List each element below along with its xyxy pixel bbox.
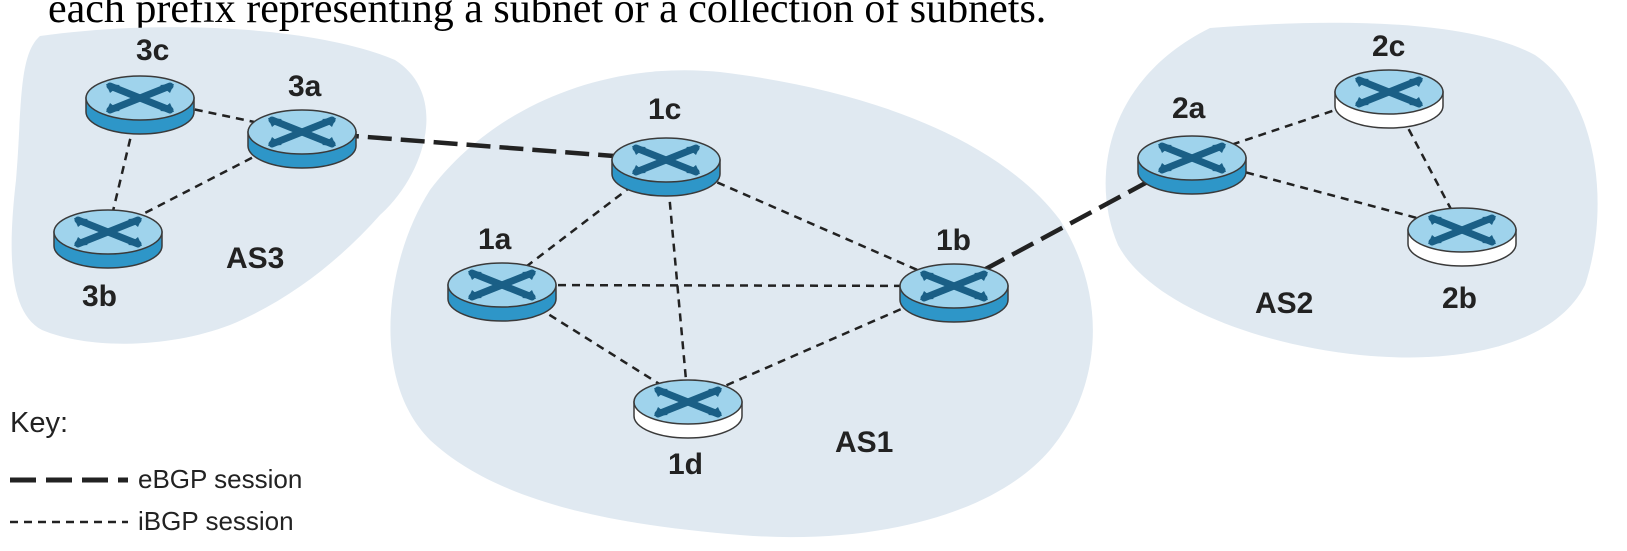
router-label-2c: 2c <box>1372 30 1405 63</box>
router-x-icon <box>1158 142 1226 174</box>
legend-ibgp-label: iBGP session <box>138 506 294 536</box>
caption-text: each prefix representing a subnet or a c… <box>48 0 1046 32</box>
as1-label: AS1 <box>835 426 893 459</box>
link-1a-1b-ibgp <box>501 283 955 288</box>
router-2c <box>1334 69 1444 129</box>
link-1a-1d-ibgp <box>501 283 689 404</box>
link-2c-2b-ibgp <box>1387 91 1464 231</box>
router-1c <box>611 137 721 197</box>
router-2a <box>1137 135 1247 195</box>
router-x-icon <box>654 386 722 418</box>
legend-title: Key: <box>10 407 68 439</box>
router-x-icon <box>920 270 988 302</box>
router-label-1d: 1d <box>668 448 703 481</box>
link-1c-1d-ibgp <box>664 159 690 403</box>
as2-region <box>1105 22 1598 358</box>
router-label-1c: 1c <box>648 93 681 126</box>
as2-label: AS2 <box>1255 287 1313 320</box>
router-label-1a: 1a <box>478 223 512 256</box>
router-2b <box>1407 207 1517 267</box>
router-x-icon <box>74 216 142 248</box>
router-3a <box>247 109 357 169</box>
router-x-icon <box>106 82 174 114</box>
router-1b <box>899 263 1009 323</box>
router-x-icon <box>1355 76 1423 108</box>
router-label-3a: 3a <box>288 70 322 103</box>
legend-ebgp-label: eBGP session <box>138 464 302 494</box>
as3-label: AS3 <box>226 242 284 275</box>
router-label-2b: 2b <box>1442 282 1477 315</box>
router-1d <box>633 379 743 439</box>
router-label-3b: 3b <box>82 280 117 313</box>
router-x-icon <box>632 144 700 176</box>
legend: Key: eBGP session iBGP session <box>10 407 302 536</box>
router-label-3c: 3c <box>136 34 169 67</box>
router-x-icon <box>268 116 336 148</box>
link-3a-1c-ebgp <box>301 129 667 163</box>
link-1b-2a-ebgp <box>952 156 1194 288</box>
router-x-icon <box>468 269 536 301</box>
router-label-2a: 2a <box>1172 92 1206 125</box>
router-1a <box>447 262 557 322</box>
as3-region <box>11 27 427 344</box>
routers-layer <box>53 69 1517 439</box>
router-3b <box>53 209 163 269</box>
router-x-icon <box>1428 214 1496 246</box>
router-label-1b: 1b <box>936 224 971 257</box>
router-3c <box>85 75 195 135</box>
link-1c-1b-ibgp <box>665 158 955 288</box>
as1-region <box>390 70 1093 538</box>
